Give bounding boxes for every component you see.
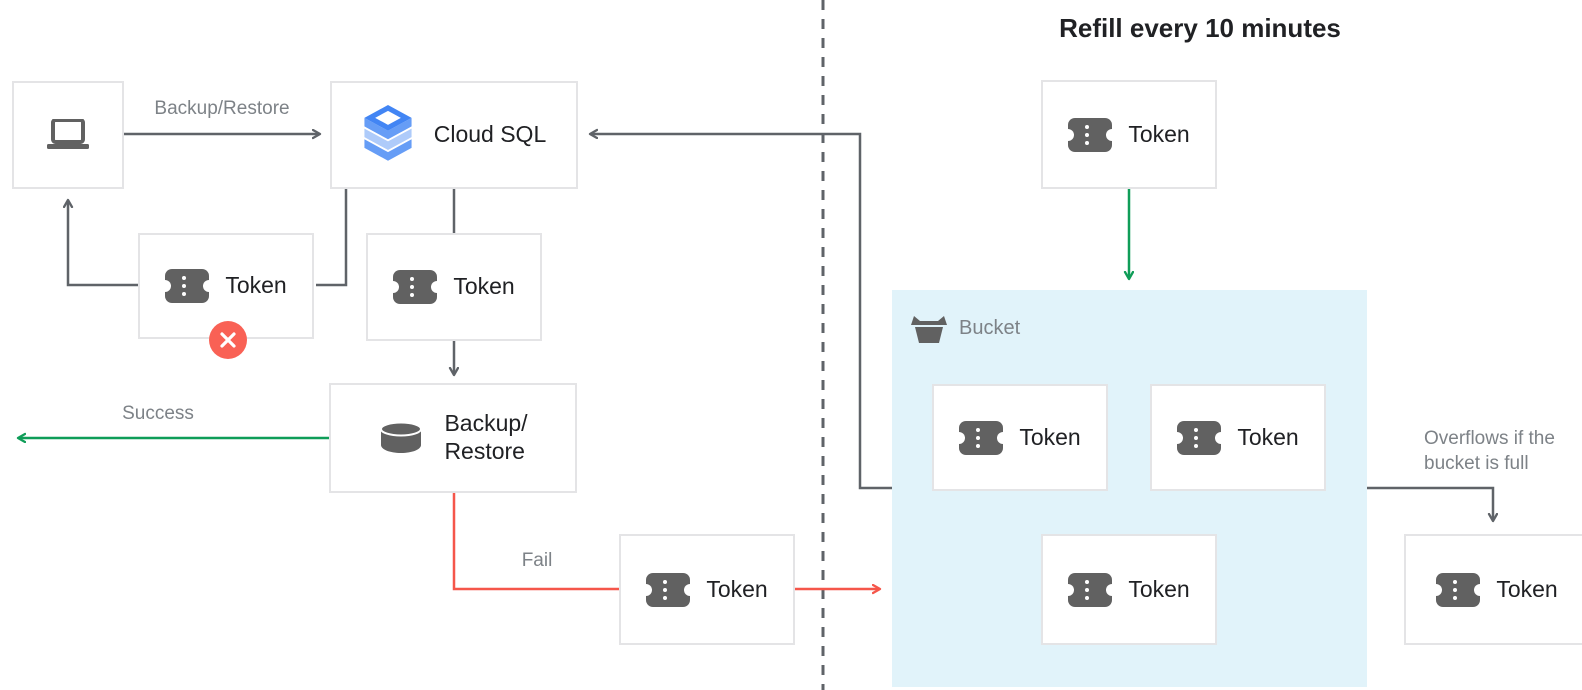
client-node — [12, 81, 124, 189]
edge-bucket-to-cloudsql — [590, 134, 892, 490]
bucket-icon — [911, 316, 947, 343]
token-icon — [959, 420, 1004, 455]
edge-label-backup-restore: Backup/Restore — [154, 98, 290, 119]
token-label: Token — [1237, 423, 1299, 450]
edge-fail — [452, 493, 619, 591]
token-pending-node: Token — [366, 233, 542, 341]
token-icon — [1177, 420, 1222, 455]
cloud-sql-node: Cloud SQL — [330, 81, 578, 189]
cloud-sql-label: Cloud SQL — [433, 121, 547, 148]
close-icon — [209, 321, 247, 359]
token-label: Token — [1128, 575, 1190, 602]
token-label: Token — [225, 272, 287, 299]
edge-label-fail: Fail — [521, 550, 553, 571]
backup-restore-node: Backup/ Restore — [329, 383, 577, 493]
bucket-token-3-node: Token — [1041, 534, 1217, 645]
token-icon — [646, 572, 691, 607]
edge-label-success: Success — [122, 403, 194, 424]
edge-overflow — [1367, 486, 1493, 521]
token-refill-node: Token — [1041, 80, 1217, 189]
laptop-icon — [47, 119, 89, 149]
token-overflow-node: Token — [1404, 534, 1582, 645]
token-fail-node: Token — [619, 534, 795, 645]
database-icon — [380, 421, 423, 453]
token-icon — [1068, 572, 1113, 607]
bucket-token-1-node: Token — [932, 384, 1108, 491]
token-icon — [1068, 117, 1113, 152]
token-label: Token — [1128, 120, 1190, 147]
token-label: Token — [453, 273, 515, 300]
bucket-token-2-node: Token — [1150, 384, 1326, 491]
token-label: Token — [1496, 575, 1558, 602]
edge-cloudsql-to-rejected-token — [316, 189, 348, 287]
token-icon — [1436, 572, 1481, 607]
edge-label-overflow: Overflows if the bucket is full — [1424, 428, 1555, 474]
token-icon — [165, 269, 210, 303]
bucket-label: Bucket — [959, 316, 1021, 339]
token-label: Token — [706, 575, 768, 602]
x-glyph — [220, 332, 236, 348]
bucket-header: Bucket — [911, 313, 1020, 343]
backup-restore-label: Backup/ Restore — [444, 410, 528, 464]
diagram-title: Refill every 10 minutes — [1059, 13, 1341, 43]
edge-rejected-token-to-client — [68, 200, 138, 287]
token-icon — [393, 270, 438, 304]
token-label: Token — [1019, 423, 1081, 450]
cloud-sql-icon — [364, 105, 412, 161]
